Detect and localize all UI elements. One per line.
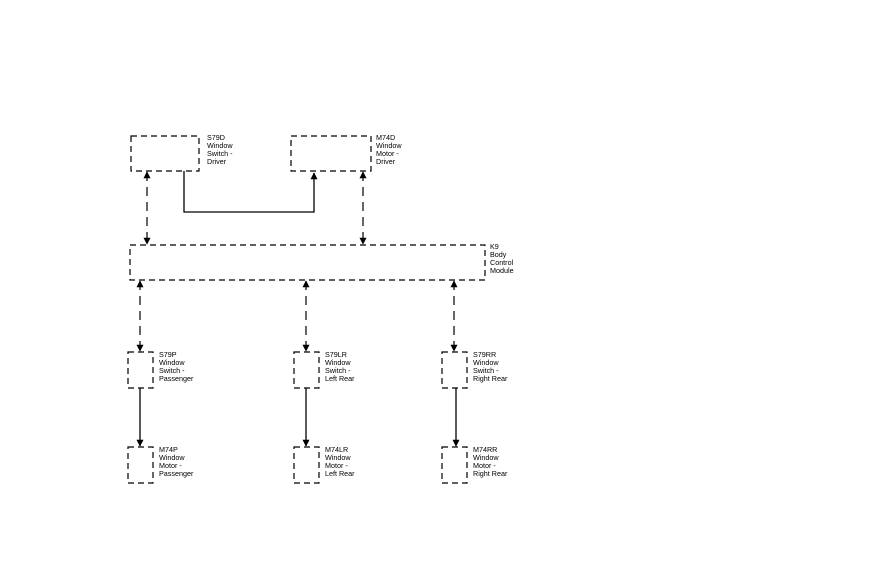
s79lr-box — [293, 351, 320, 389]
s79p-box — [127, 351, 154, 389]
s79rr-label: S79RR Window Switch - Right Rear — [473, 350, 508, 383]
m74p-label: M74P Window Motor - Passenger — [159, 445, 194, 478]
m74d-label: M74D Window Motor - Driver — [376, 133, 404, 166]
s79p-label: S79P Window Switch - Passenger — [159, 350, 194, 383]
k9-box — [129, 244, 486, 281]
m74lr-box — [293, 446, 320, 484]
m74lr-label: M74LR Window Motor - Left Rear — [325, 445, 355, 478]
s79rr-box — [441, 351, 468, 389]
m74rr-label: M74RR Window Motor - Right Rear — [473, 445, 508, 478]
m74d-box — [290, 135, 372, 172]
m74p-box — [127, 446, 154, 484]
s79d-label: S79D Window Switch - Driver — [207, 133, 235, 166]
s79d-to-m74d-wire — [183, 171, 318, 213]
s79d-box — [130, 135, 200, 172]
m74rr-box — [441, 446, 468, 484]
k9-label: K9 Body Control Module — [490, 242, 515, 275]
s79lr-label: S79LR Window Switch - Left Rear — [325, 350, 355, 383]
